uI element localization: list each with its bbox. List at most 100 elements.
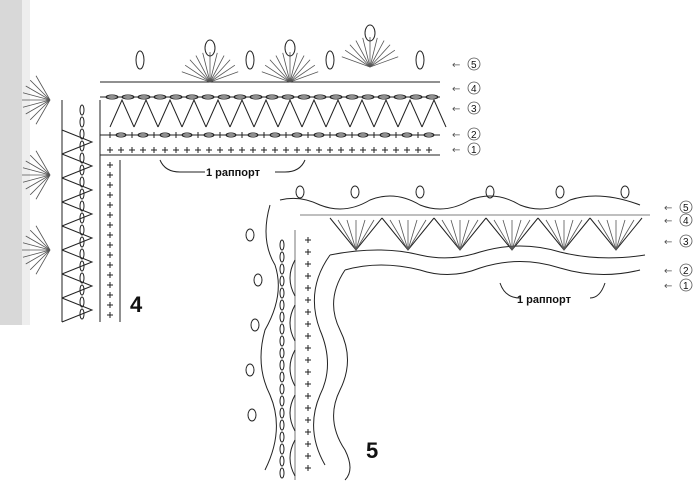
chain-symbol xyxy=(329,94,343,100)
fan-stitch-symbol xyxy=(29,79,51,101)
fan-stitch-symbol xyxy=(502,219,513,251)
stitch-symbol xyxy=(305,465,311,471)
chain-symbol xyxy=(284,39,296,57)
left-arrow-icon: ← xyxy=(452,104,460,115)
fan-stitch-symbol xyxy=(22,99,51,108)
scallop-symbol xyxy=(289,439,296,477)
fan-stitch-symbol xyxy=(35,75,51,101)
circled-number-icon xyxy=(467,142,481,156)
chain-symbol xyxy=(79,128,85,140)
stitch-symbol xyxy=(327,132,333,138)
stitch-symbol xyxy=(107,282,113,288)
chain-symbol xyxy=(313,132,325,138)
chain-symbol xyxy=(281,94,295,100)
fan-stitch-symbol xyxy=(209,59,231,83)
fan-stitch-symbol xyxy=(349,44,371,68)
triangle-symbol xyxy=(109,98,135,128)
diagram-4-row-label-5: ← 5 xyxy=(452,57,481,71)
fan-stitch-symbol xyxy=(209,71,239,83)
chain-symbol xyxy=(115,132,127,138)
chain-symbol xyxy=(137,132,149,138)
chain-symbol xyxy=(245,363,255,377)
svg-text:3: 3 xyxy=(471,104,477,115)
stitch-symbol xyxy=(107,172,113,178)
stitch-symbol xyxy=(129,132,135,138)
fan-stitch-symbol xyxy=(355,40,371,68)
fan-stitch-symbol xyxy=(35,99,51,125)
fan-stitch-symbol xyxy=(289,55,305,83)
fan-stitch-symbol xyxy=(369,49,396,68)
page-edge-highlight xyxy=(22,0,30,325)
fan-stitch-symbol xyxy=(29,229,51,251)
stitch-symbol xyxy=(316,147,322,153)
fan-stitch-symbol xyxy=(545,219,565,251)
chain-symbol xyxy=(485,185,495,199)
stitch-symbol xyxy=(305,237,311,243)
fan-stitch-symbol xyxy=(25,99,51,115)
fan-stitch-symbol xyxy=(369,40,385,68)
fan-stitch-symbol xyxy=(29,174,51,196)
chain-symbol xyxy=(79,296,85,308)
circled-number-icon xyxy=(467,57,481,71)
scallop-symbol xyxy=(289,304,296,342)
diagram-4-vertical-stitches xyxy=(61,104,113,323)
circled-number-icon xyxy=(679,263,693,277)
stitch-symbol xyxy=(107,232,113,238)
chain-symbol xyxy=(204,39,216,57)
chain-symbol xyxy=(409,94,423,100)
chain-symbol xyxy=(345,94,359,100)
chain-symbol xyxy=(79,272,85,284)
stitch-symbol xyxy=(305,453,311,459)
chain-symbol xyxy=(279,275,285,287)
triangle-symbol xyxy=(61,129,94,155)
stitch-symbol xyxy=(305,393,311,399)
svg-text:1: 1 xyxy=(683,281,689,292)
chain-symbol xyxy=(279,323,285,335)
stitch-symbol xyxy=(349,132,355,138)
fan-stitch-symbol xyxy=(35,249,51,275)
diagram-5-horizontal-band xyxy=(245,185,650,422)
stitch-symbol xyxy=(294,147,300,153)
stitch-symbol xyxy=(305,345,311,351)
stitch-symbol xyxy=(151,132,157,138)
fan-stitch-symbol xyxy=(189,59,211,83)
stitch-symbol xyxy=(118,147,124,153)
triangle-symbol xyxy=(181,98,207,128)
chain-symbol xyxy=(357,132,369,138)
stitch-symbol xyxy=(371,132,377,138)
fan-stitch-symbol xyxy=(209,52,218,83)
stitch-symbol xyxy=(107,242,113,248)
left-arrow-icon: ← xyxy=(452,60,460,71)
chain-symbol xyxy=(364,24,376,42)
chain-symbol xyxy=(269,132,281,138)
fan-stitch-symbol xyxy=(181,71,211,83)
fan-stitch-symbol xyxy=(289,59,311,83)
fan-stitch-symbol xyxy=(289,52,298,83)
diagram-5-figure-number: 5 xyxy=(366,438,378,463)
left-arrow-icon: ← xyxy=(452,130,460,141)
triangle-symbol xyxy=(421,98,447,128)
stitch-symbol xyxy=(107,132,113,138)
diagram-5-vertical-band xyxy=(260,204,351,481)
diagram-5-row-3-triangles xyxy=(329,217,643,251)
chain-symbol xyxy=(295,185,305,199)
left-arrow-icon: ← xyxy=(664,266,672,277)
stitch-symbol xyxy=(107,147,113,153)
chain-symbol xyxy=(253,273,263,287)
chain-symbol xyxy=(181,132,193,138)
diagram-5-row-label-5: ← 5 xyxy=(664,200,693,214)
chain-symbol xyxy=(79,308,85,320)
chain-symbol xyxy=(401,132,413,138)
fan-stitch-symbol xyxy=(459,219,479,251)
stitch-symbol xyxy=(162,147,168,153)
chain-symbol xyxy=(279,443,285,455)
diagram-4-row-2-stitches xyxy=(107,132,435,138)
diagram-4-rapport-brace xyxy=(159,159,306,173)
triangle-symbol xyxy=(61,177,94,203)
fan-stitch-symbol xyxy=(389,219,409,251)
chain-symbol xyxy=(135,50,145,70)
stitch-symbol xyxy=(393,147,399,153)
scallop-symbol xyxy=(289,394,296,432)
stitch-symbol xyxy=(305,321,311,327)
fan-stitch-symbol xyxy=(606,219,617,251)
